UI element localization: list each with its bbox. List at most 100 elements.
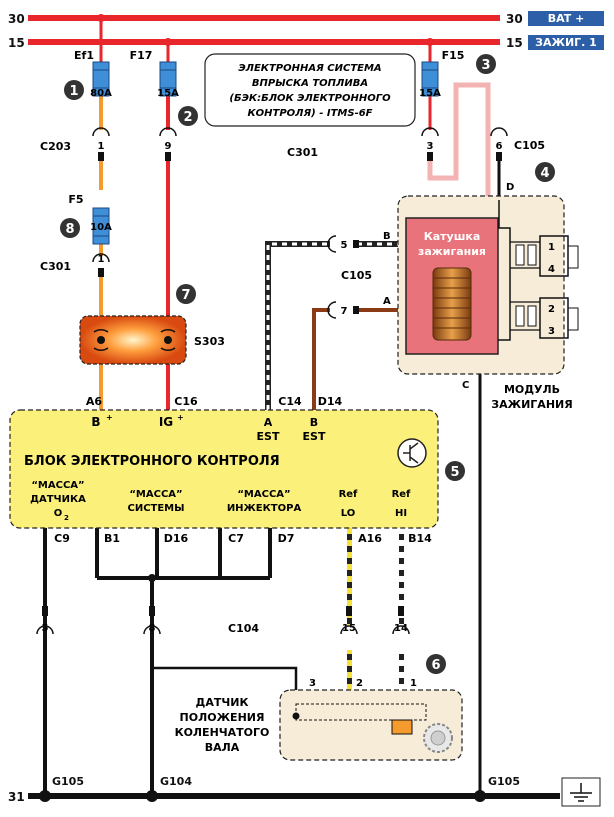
ecu-pin-b14: B14 [408, 532, 432, 545]
fuse-f17-rating: 15A [157, 88, 179, 99]
title-box: ЭЛЕКТРОННАЯ СИСТЕМА ВПРЫСКА ТОПЛИВА (БЭК… [204, 53, 416, 127]
connector-c104-pin14: 14 [392, 606, 410, 635]
module-pin-c: C [462, 380, 469, 391]
sensor-pin-3: 3 [309, 678, 316, 689]
module-pin-b: B [383, 231, 391, 242]
g104-label: G104 [160, 775, 192, 788]
plug-pin-1: 1 [548, 242, 555, 253]
badge-4: 4 [535, 162, 555, 182]
badge-number: 8 [65, 222, 74, 237]
badge-2: 2 [178, 106, 198, 126]
g105-right-label: G105 [488, 775, 520, 788]
ref-hi-line-1: Ref [392, 489, 411, 500]
fuse-f15-rating: 15A [419, 88, 441, 99]
ecu-term-b-est-2: EST [303, 430, 326, 443]
module-caption-2: ЗАЖИГАНИЯ [491, 398, 572, 411]
crank-label-3: КОЛЕНЧАТОГО [175, 726, 270, 739]
splice-s303: S303 [79, 315, 225, 365]
connector-c301-pin3: 3 [421, 127, 439, 161]
gnd-sys-line-2: СИСТЕМЫ [127, 503, 184, 514]
rail-30-left-label: 30 [8, 12, 25, 26]
ecu-pin-d7: D7 [278, 532, 295, 545]
rail-30: 30 30 BAT + [8, 11, 604, 26]
badge-number: 3 [481, 58, 490, 73]
badge-7: 7 [176, 284, 196, 304]
coil-winding [432, 267, 472, 341]
badge-5: 5 [445, 461, 465, 481]
ground-dot [39, 790, 51, 802]
ecu-pin-b1: B1 [104, 532, 120, 545]
pin-label: 7 [341, 306, 348, 317]
badge-number: 2 [183, 110, 192, 125]
spark-plug-icon [515, 235, 579, 277]
fuse-f5-name: F5 [68, 193, 83, 206]
ecu-block: A6 C16 C14 D14 B + IG + A EST B EST БЛОК… [9, 395, 439, 529]
transistor-icon [397, 438, 427, 468]
gnd-sys-line-1: “МАССА” [129, 489, 182, 500]
badge-1: 1 [64, 80, 84, 100]
ecu-term-b-est-1: B [310, 416, 318, 429]
module-pin-d: D [506, 182, 514, 193]
gnd-o2-line-1: “МАССА” [31, 480, 84, 491]
connector-c203-pin1: 1 [92, 127, 110, 161]
sensor-coil [391, 719, 413, 735]
pin-label: 1 [98, 141, 105, 152]
pin-label: 5 [341, 240, 348, 251]
rail-15-left-label: 15 [8, 36, 25, 50]
fuse-f17: F17 15A [130, 49, 180, 99]
gnd-o2-line-2: ДАТЧИКА [30, 494, 86, 505]
s303-label: S303 [194, 335, 225, 348]
connector-c105-pin5: 5 [327, 235, 359, 253]
c105-top-label: C105 [514, 139, 545, 152]
ground-dot [474, 790, 486, 802]
ecu-pin-c7: C7 [228, 532, 244, 545]
plug-pin-2: 2 [548, 304, 555, 315]
ecu-term-bplus: B [91, 415, 100, 429]
fuse-f5: F5 10A [68, 193, 112, 245]
ecu-title: БЛОК ЭЛЕКТРОННОГО КОНТРОЛЯ [24, 454, 280, 469]
coil-label-2: зажигания [418, 245, 486, 258]
rail-31-label: 31 [8, 790, 25, 804]
ecu-pin-c9: C9 [54, 532, 70, 545]
sensor-pin-1: 1 [410, 678, 417, 689]
ground-symbol-icon [561, 777, 601, 807]
pin-label: 15 [342, 623, 356, 634]
module-pin-a: A [383, 296, 391, 307]
crank-label-1: ДАТЧИК [196, 696, 249, 709]
ecu-pin-d14: D14 [318, 395, 343, 408]
ecu-pin-c16: C16 [174, 395, 198, 408]
bat-plus-badge [528, 11, 604, 26]
pin-label: 3 [427, 141, 434, 152]
ecu-term-igplus: IG [159, 415, 173, 429]
fuse-ef1-rating: 80A [90, 88, 112, 99]
spark-plug-icon [515, 297, 579, 339]
pin-label: 6 [496, 141, 503, 152]
fuse-f15-name: F15 [442, 49, 465, 62]
sensor-pin-2: 2 [356, 678, 363, 689]
ecu-pin-a6: A6 [86, 395, 103, 408]
c301-mid-label: C301 [40, 260, 71, 273]
badge-number: 1 [69, 84, 78, 99]
gnd-inj-line-2: ИНЖЕКТОРА [227, 503, 302, 514]
connector-c203-pin9: 9 [159, 127, 177, 161]
rail-30-right-label: 30 [506, 12, 523, 26]
junction-dot [148, 574, 156, 582]
badge-number: 7 [181, 288, 190, 303]
c203-label: C203 [40, 140, 71, 153]
fuse-f15: F15 15A [419, 49, 464, 99]
badge-number: 4 [540, 166, 549, 181]
connector-c105-pin7: 7 [327, 301, 359, 319]
fuse-ef1-name: Ef1 [74, 49, 94, 62]
ref-lo-line-2: LO [341, 508, 356, 519]
ignition-module: D C Катушка зажигания 1 4 [397, 182, 579, 391]
connector-c104-pin15: 15 [340, 606, 358, 635]
badge-6: 6 [426, 654, 446, 674]
fuse-f17-name: F17 [130, 49, 153, 62]
title-line-3: (БЭК:БЛОК ЭЛЕКТРОННОГО [229, 93, 391, 104]
title-line-2: ВПРЫСКА ТОПЛИВА [252, 78, 368, 89]
badge-number: 6 [431, 658, 440, 673]
pin-label: 14 [394, 623, 408, 634]
pin-label: 8 [149, 623, 156, 634]
plug-pin-4: 4 [548, 264, 555, 275]
ref-lo-line-1: Ref [339, 489, 358, 500]
